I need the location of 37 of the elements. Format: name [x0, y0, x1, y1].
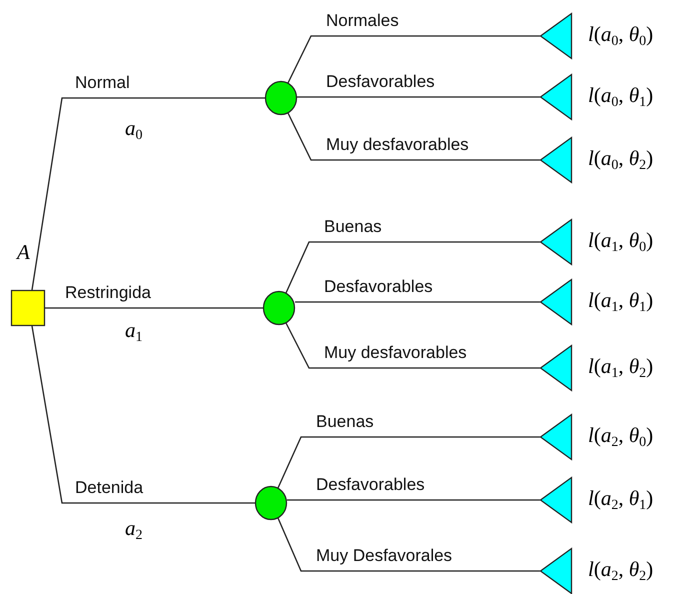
loss-label: l(a$_{2}$, θ$_{2}$)	[588, 557, 654, 585]
branch-line	[285, 241, 540, 294]
edge-label: Detenida	[75, 478, 144, 498]
branch-line	[285, 322, 540, 369]
branch-line	[31, 97, 265, 290]
action-label: a$_{0}$	[125, 116, 142, 144]
branch-line	[295, 301, 540, 303]
edge-label: Buenas	[324, 217, 382, 237]
edge-label: Buenas	[316, 412, 374, 432]
decision-symbol: A	[17, 240, 30, 265]
loss-label: l(a$_{1}$, θ$_{0}$)	[588, 228, 654, 256]
loss-label: l(a$_{2}$, θ$_{1}$)	[588, 486, 654, 514]
edge-label: Desfavorables	[316, 475, 425, 495]
branch-line	[287, 35, 540, 84]
loss-label: l(a$_{0}$, θ$_{0}$)	[588, 22, 654, 50]
edge-label: Normales	[326, 11, 399, 31]
loss-label: l(a$_{1}$, θ$_{1}$)	[588, 288, 654, 316]
branch-line	[277, 518, 540, 572]
edge-label: Normal	[75, 73, 130, 93]
edge-label: Muy desfavorables	[326, 135, 469, 155]
branch-line	[297, 96, 540, 98]
branch-line	[287, 499, 540, 501]
loss-label: l(a$_{2}$, θ$_{0}$)	[588, 423, 654, 451]
branch-line	[31, 326, 255, 504]
branch-line	[45, 307, 263, 309]
action-label: a$_{1}$	[125, 318, 142, 346]
action-label: a$_{2}$	[125, 516, 142, 544]
edge-label: Muy Desfavorales	[316, 546, 452, 566]
loss-label: l(a$_{1}$, θ$_{2}$)	[588, 354, 654, 382]
edge-label: Desfavorables	[326, 72, 435, 92]
edge-label: Restringida	[65, 283, 151, 303]
edge-label: Muy desfavorables	[324, 343, 467, 363]
loss-label: l(a$_{0}$, θ$_{2}$)	[588, 146, 654, 174]
loss-label: l(a$_{0}$, θ$_{1}$)	[588, 83, 654, 111]
branch-line	[287, 112, 540, 161]
branch-line	[277, 436, 540, 488]
edge-label: Desfavorables	[324, 277, 433, 297]
